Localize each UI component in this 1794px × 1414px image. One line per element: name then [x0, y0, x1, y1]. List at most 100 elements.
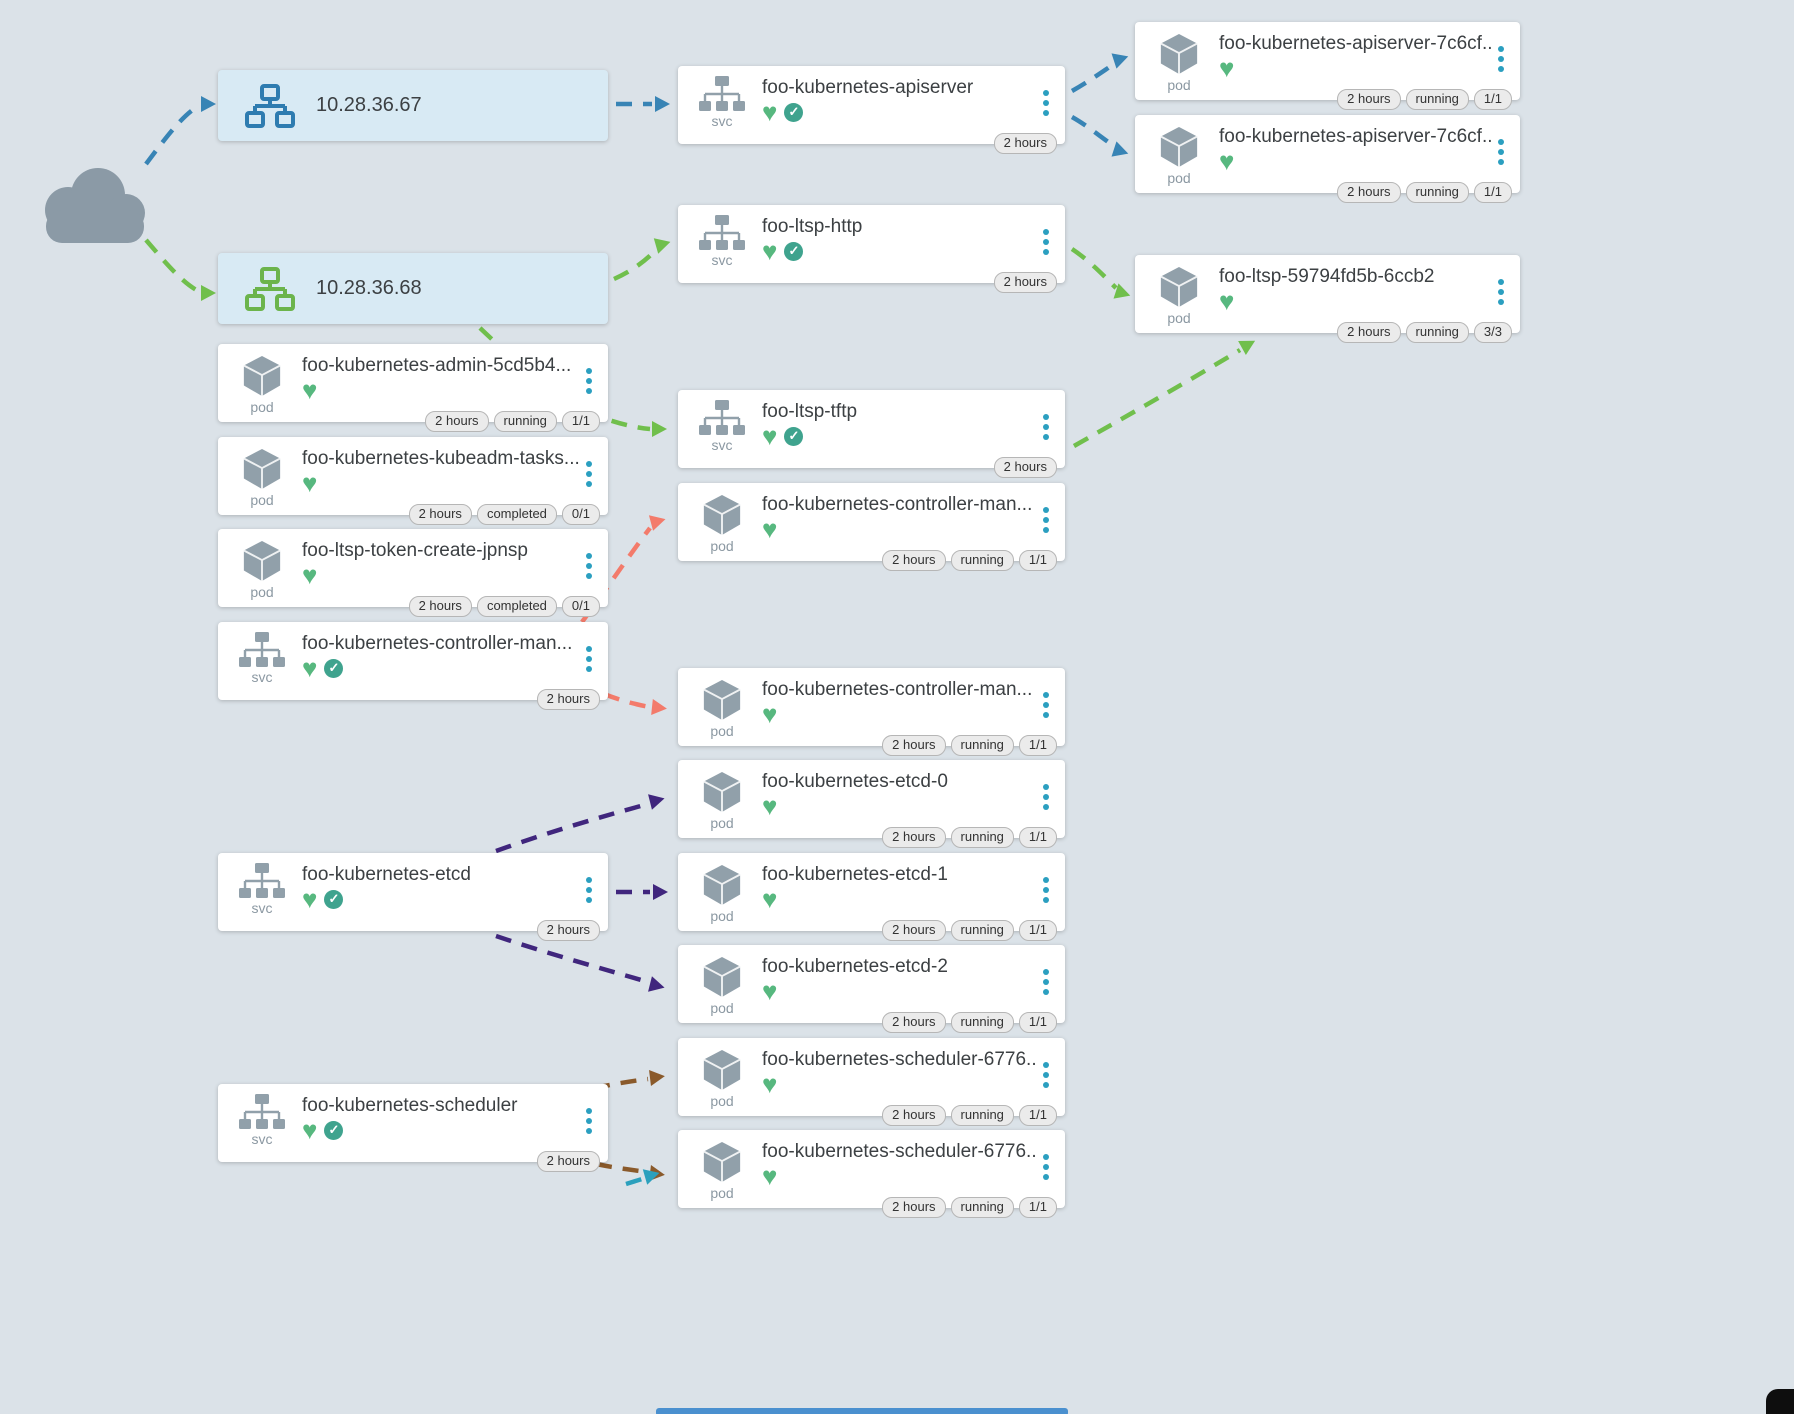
- kebab-menu-icon[interactable]: [580, 456, 598, 492]
- pod-type-label: pod: [1167, 77, 1191, 93]
- edge-cloud-node67: [144, 103, 202, 166]
- pod-card-etcd-2[interactable]: pod foo-kubernetes-etcd-2 ♥ 2 hours runn…: [678, 945, 1065, 1033]
- edge-cloud-node68: [144, 238, 202, 295]
- kebab-menu-icon[interactable]: [1037, 409, 1055, 445]
- pod-type-label: pod: [250, 584, 274, 600]
- pod-cube-icon: [703, 679, 741, 721]
- age-badge: 2 hours: [1337, 182, 1401, 203]
- arrowhead-etcd0: [648, 794, 665, 810]
- service-card-controller-manager[interactable]: svc foo-kubernetes-controller-man... ♥ ✓…: [218, 622, 608, 710]
- arrowhead-ltsp-pod-left: [1113, 283, 1131, 299]
- arrowhead-node68: [201, 285, 216, 301]
- service-card-apiserver[interactable]: svc foo-kubernetes-apiserver ♥ ✓ 2 hours: [678, 66, 1065, 154]
- age-badge: 2 hours: [882, 920, 946, 941]
- age-badge: 2 hours: [425, 411, 489, 432]
- kebab-menu-icon[interactable]: [1492, 41, 1510, 77]
- pod-card-controller-1[interactable]: pod foo-kubernetes-controller-man... ♥ 2…: [678, 483, 1065, 571]
- status-badge: running: [1405, 182, 1469, 203]
- kebab-menu-icon[interactable]: [580, 641, 598, 677]
- service-card-ltsp-http[interactable]: svc foo-ltsp-http ♥ ✓ 2 hours: [678, 205, 1065, 293]
- node-ip-label: 10.28.36.67: [316, 94, 422, 116]
- edge-node68-ltsp-http: [613, 248, 658, 282]
- kebab-menu-icon[interactable]: [1037, 687, 1055, 723]
- pod-card-admin[interactable]: pod foo-kubernetes-admin-5cd5b4... ♥ 2 h…: [218, 344, 608, 432]
- status-badge: running: [1405, 89, 1469, 110]
- node-card-68[interactable]: 10.28.36.68: [218, 253, 608, 324]
- kebab-menu-icon[interactable]: [1037, 964, 1055, 1000]
- status-badge: running: [950, 1012, 1014, 1033]
- kebab-menu-icon[interactable]: [1037, 872, 1055, 908]
- pod-card-apiserver-2[interactable]: pod foo-kubernetes-apiserver-7c6cf... ♥ …: [1135, 115, 1520, 203]
- pod-name: foo-kubernetes-etcd-1: [762, 864, 948, 885]
- ready-badge: 1/1: [1018, 1197, 1057, 1218]
- pod-name: foo-kubernetes-apiserver-7c6cf...: [1219, 33, 1492, 54]
- kebab-menu-icon[interactable]: [1492, 134, 1510, 170]
- kebab-menu-icon[interactable]: [580, 548, 598, 584]
- pod-type-label: pod: [1167, 310, 1191, 326]
- kebab-menu-icon[interactable]: [1037, 224, 1055, 260]
- kebab-menu-icon[interactable]: [580, 363, 598, 399]
- service-type-label: svc: [711, 252, 733, 268]
- status-check-icon: ✓: [784, 241, 804, 261]
- age-badge: 2 hours: [882, 827, 946, 848]
- arrowhead-etcd1: [653, 884, 668, 900]
- ready-badge: 3/3: [1473, 322, 1512, 343]
- kebab-menu-icon[interactable]: [580, 1103, 598, 1139]
- pod-card-controller-2[interactable]: pod foo-kubernetes-controller-man... ♥ 2…: [678, 668, 1065, 756]
- service-type-label: svc: [251, 669, 273, 685]
- pod-name: foo-ltsp-59794fd5b-6ccb2: [1219, 266, 1435, 287]
- pod-card-apiserver-1[interactable]: pod foo-kubernetes-apiserver-7c6cf... ♥ …: [1135, 22, 1520, 110]
- status-badge: running: [950, 735, 1014, 756]
- status-badge: completed: [476, 596, 557, 617]
- health-heart-icon: ♥: [762, 884, 778, 914]
- partial-card-top-edge: [656, 1408, 1068, 1414]
- service-card-ltsp-tftp[interactable]: svc foo-ltsp-tftp ♥ ✓ 2 hours: [678, 390, 1065, 478]
- service-sitemap-icon: [699, 215, 745, 250]
- health-heart-icon: ♥: [762, 421, 778, 451]
- pod-card-ltsp[interactable]: pod foo-ltsp-59794fd5b-6ccb2 ♥ 2 hours r…: [1135, 255, 1520, 343]
- kebab-menu-icon[interactable]: [1037, 779, 1055, 815]
- kebab-menu-icon[interactable]: [1037, 1149, 1055, 1185]
- kebab-menu-icon[interactable]: [1037, 1057, 1055, 1093]
- pod-name: foo-kubernetes-apiserver-7c6cf...: [1219, 126, 1492, 147]
- pod-cube-icon: [703, 771, 741, 813]
- service-card-etcd[interactable]: svc foo-kubernetes-etcd ♥ ✓ 2 hours: [218, 853, 608, 941]
- pod-card-ltsp-token-create[interactable]: pod foo-ltsp-token-create-jpnsp ♥ 2 hour…: [218, 529, 608, 617]
- pod-type-label: pod: [710, 1000, 734, 1016]
- pod-name: foo-kubernetes-kubeadm-tasks...: [302, 448, 580, 469]
- pod-card-etcd-1[interactable]: pod foo-kubernetes-etcd-1 ♥ 2 hours runn…: [678, 853, 1065, 941]
- service-sitemap-icon: [239, 863, 285, 898]
- kebab-menu-icon[interactable]: [1037, 502, 1055, 538]
- ready-badge: 1/1: [1473, 182, 1512, 203]
- node-card-67[interactable]: 10.28.36.67: [218, 70, 608, 141]
- edge-etcd-svc-pod0: [495, 801, 649, 854]
- pod-card-scheduler-2[interactable]: pod foo-kubernetes-scheduler-6776... ♥ 2…: [678, 1130, 1065, 1218]
- age-badge: 2 hours: [882, 1197, 946, 1218]
- edge-apiserver-pod1: [1070, 62, 1116, 93]
- health-heart-icon: ♥: [762, 514, 778, 544]
- pod-type-label: pod: [710, 723, 734, 739]
- health-heart-icon: ♥: [302, 560, 318, 590]
- pod-card-kubeadm-tasks[interactable]: pod foo-kubernetes-kubeadm-tasks... ♥ 2 …: [218, 437, 608, 525]
- age-badge: 2 hours: [882, 550, 946, 571]
- network-node-icon: [245, 266, 295, 311]
- kebab-menu-icon[interactable]: [1037, 85, 1055, 121]
- kebab-menu-icon[interactable]: [1492, 274, 1510, 310]
- health-heart-icon: ♥: [1219, 286, 1235, 316]
- age-badge: 2 hours: [1337, 322, 1401, 343]
- service-card-scheduler[interactable]: svc foo-kubernetes-scheduler ♥ ✓ 2 hours: [218, 1084, 608, 1172]
- pod-card-etcd-0[interactable]: pod foo-kubernetes-etcd-0 ♥ 2 hours runn…: [678, 760, 1065, 848]
- pod-type-label: pod: [250, 399, 274, 415]
- pod-name: foo-kubernetes-controller-man...: [762, 679, 1033, 700]
- edge-etcd-svc-pod2: [495, 933, 649, 985]
- arrowhead-teal-scheduler-pod2: [642, 1169, 660, 1185]
- kebab-menu-icon[interactable]: [580, 872, 598, 908]
- pod-name: foo-kubernetes-scheduler-6776...: [762, 1049, 1037, 1070]
- health-heart-icon: ♥: [762, 791, 778, 821]
- arrowhead-ltsp-http: [653, 238, 671, 254]
- age-badge: 2 hours: [993, 133, 1057, 154]
- age-badge: 2 hours: [536, 920, 600, 941]
- pod-card-scheduler-1[interactable]: pod foo-kubernetes-scheduler-6776... ♥ 2…: [678, 1038, 1065, 1126]
- health-heart-icon: ♥: [1219, 146, 1235, 176]
